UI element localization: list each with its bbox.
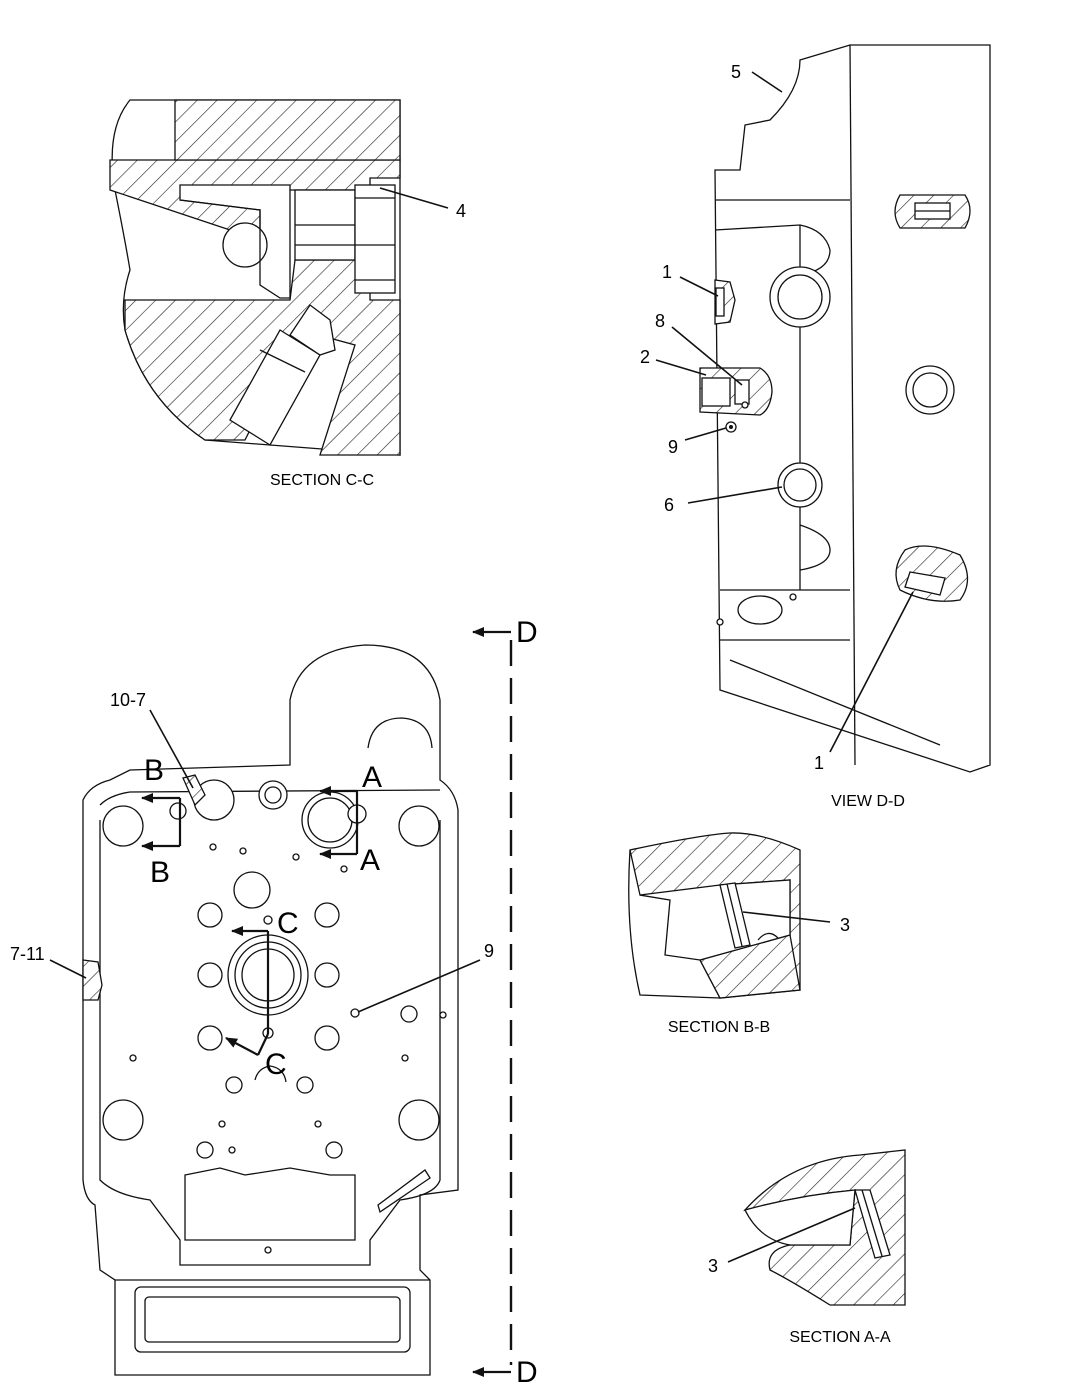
section-cc-view: 4 SECTION C-C (109, 99, 466, 489)
leader-4 (379, 187, 449, 209)
cut-label-c-bottom: C (265, 1048, 287, 1081)
section-bb-title: SECTION B-B (668, 1019, 770, 1036)
callout-3-aa: 3 (708, 1256, 718, 1276)
callout-3-bb: 3 (840, 915, 850, 935)
callout-4: 4 (456, 201, 466, 221)
callout-6: 6 (664, 495, 674, 515)
cut-label-c-top: C (277, 907, 299, 940)
callout-10-7: 10-7 (110, 690, 146, 710)
callout-8: 8 (655, 311, 665, 331)
section-cc-title: SECTION C-C (270, 472, 374, 489)
view-dd: 5 1 8 2 9 6 1 VIEW D-D (640, 44, 991, 810)
callout-9-main: 9 (484, 941, 494, 961)
view-label-d-top: D (516, 616, 538, 649)
cut-label-a-bottom: A (360, 844, 380, 877)
section-bb-view: 3 SECTION B-B (628, 832, 850, 1036)
main-plate-view: 10-7 7-11 9 B B A A C C D D (10, 616, 538, 1389)
cut-label-b-top: B (144, 754, 164, 787)
section-aa-view: 3 SECTION A-A (708, 1149, 906, 1346)
callout-1-bottom: 1 (814, 753, 824, 773)
cut-label-b-bottom: B (150, 856, 170, 889)
cut-label-a-top: A (362, 761, 382, 794)
callout-5: 5 (731, 62, 741, 82)
section-aa-title: SECTION A-A (789, 1329, 891, 1346)
callout-1-top: 1 (662, 262, 672, 282)
callout-9-view-dd: 9 (668, 437, 678, 457)
view-dd-title: VIEW D-D (831, 793, 905, 810)
callout-7-11: 7-11 (10, 944, 45, 964)
view-label-d-bottom: D (516, 1356, 538, 1389)
callout-2: 2 (640, 347, 650, 367)
